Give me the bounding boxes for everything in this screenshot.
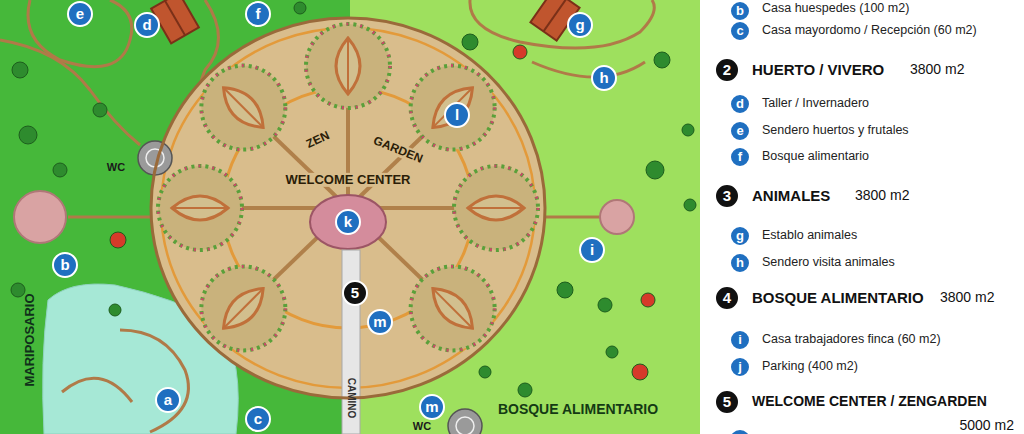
key-item: Casa mayordomo / Recepción (60 m2) — [762, 24, 977, 38]
tree — [19, 126, 37, 144]
center-title: WELCOME CENTER — [284, 173, 413, 187]
tree — [518, 383, 532, 397]
tree — [93, 103, 107, 117]
garden-bed — [201, 266, 285, 350]
wc-icon — [138, 141, 482, 434]
callout-letter: m — [419, 394, 445, 420]
welcome-pavilion — [310, 195, 386, 249]
callout-circle — [729, 429, 751, 434]
callout-letter: f — [245, 1, 271, 27]
tree — [557, 282, 573, 298]
tree — [110, 232, 126, 248]
callout-letter: e — [67, 1, 93, 27]
tree — [646, 161, 664, 179]
callout-letter: g — [567, 12, 593, 38]
callout-letter: a — [155, 387, 181, 413]
tree — [479, 366, 491, 378]
key-letter: f — [729, 146, 751, 168]
tree — [606, 346, 618, 358]
key-item: Bosque alimentario — [762, 150, 869, 164]
garden-title: GARDEN — [370, 133, 427, 166]
section-heading: ANIMALES — [752, 188, 830, 205]
section-heading: WELCOME CENTER / ZENGARDEN — [752, 394, 987, 409]
tree — [462, 34, 478, 50]
area-size: 3800 m2 — [940, 290, 994, 305]
section-number: 5 — [342, 280, 368, 306]
key-item: Sendero huertos y frutales — [762, 124, 909, 138]
callout-letter: b — [52, 252, 78, 278]
key-item: Casa huespedes (100 m2) — [762, 2, 909, 16]
key-panel — [700, 0, 1024, 434]
section-number: 4 — [714, 285, 740, 311]
key-letter: h — [729, 252, 751, 274]
zen-garden-area: ZEN GARDEN WELCOME CENTER — [151, 18, 545, 398]
wc-label: WC — [413, 420, 431, 432]
area-size: 3800 m2 — [855, 188, 909, 203]
key-letter: c — [729, 20, 751, 42]
key-letter: g — [729, 225, 751, 247]
road-name: CAMINO — [346, 378, 357, 419]
key-letter: i — [729, 329, 751, 351]
tree — [641, 293, 655, 307]
tree — [109, 304, 121, 316]
callout-letter: k — [335, 209, 361, 235]
callout-letter: m — [367, 309, 393, 335]
tree — [513, 45, 527, 59]
workers-house — [600, 200, 634, 234]
tree — [12, 62, 28, 78]
tree — [632, 364, 648, 380]
section-number: 5 — [714, 389, 740, 415]
trail — [0, 0, 654, 432]
area-name: MARIPOSARIO — [23, 293, 37, 386]
garden-outline — [149, 16, 547, 400]
area-size: 3800 m2 — [910, 62, 964, 77]
callout-letter: l — [444, 102, 470, 128]
garden-bed — [454, 166, 538, 250]
tree — [294, 2, 306, 14]
callout-letter: d — [134, 12, 160, 38]
key-letter: e — [729, 120, 751, 142]
key-letter: d — [729, 93, 751, 115]
key-letter: b — [729, 0, 751, 22]
key-item: Casa trabajadores finca (60 m2) — [762, 333, 941, 347]
tree — [598, 298, 612, 312]
garden-bed — [306, 24, 390, 108]
garden-title: ZEN — [303, 128, 334, 152]
guest-house — [14, 191, 66, 243]
area-size: 5000 m2 — [960, 418, 1014, 433]
area-name: BOSQUE ALIMENTARIO — [498, 402, 658, 417]
key-letter: j — [729, 356, 751, 378]
key-item: Establo animales — [762, 229, 857, 243]
key-item: Parking (400 m2) — [762, 360, 858, 374]
tree — [53, 163, 67, 177]
callout-letter: i — [579, 237, 605, 263]
tree — [682, 124, 694, 136]
callout-letter: h — [591, 65, 617, 91]
section-heading: BOSQUE ALIMENTARIO — [752, 290, 924, 307]
garden-bed — [201, 66, 285, 150]
key-item: Taller / Invernadero — [762, 97, 869, 111]
tree — [654, 52, 670, 68]
garden-bed — [158, 166, 242, 250]
wc-label: WC — [107, 161, 125, 173]
garden-bed — [411, 266, 495, 350]
section-number: 2 — [714, 57, 740, 83]
section-heading: HUERTO / VIVERO — [752, 62, 884, 79]
key-item: Sendero visita animales — [762, 256, 895, 270]
section-number: 3 — [714, 183, 740, 209]
road — [342, 250, 360, 434]
callout-letter: c — [245, 406, 271, 432]
garden-bed — [411, 66, 495, 150]
tree — [684, 199, 696, 211]
